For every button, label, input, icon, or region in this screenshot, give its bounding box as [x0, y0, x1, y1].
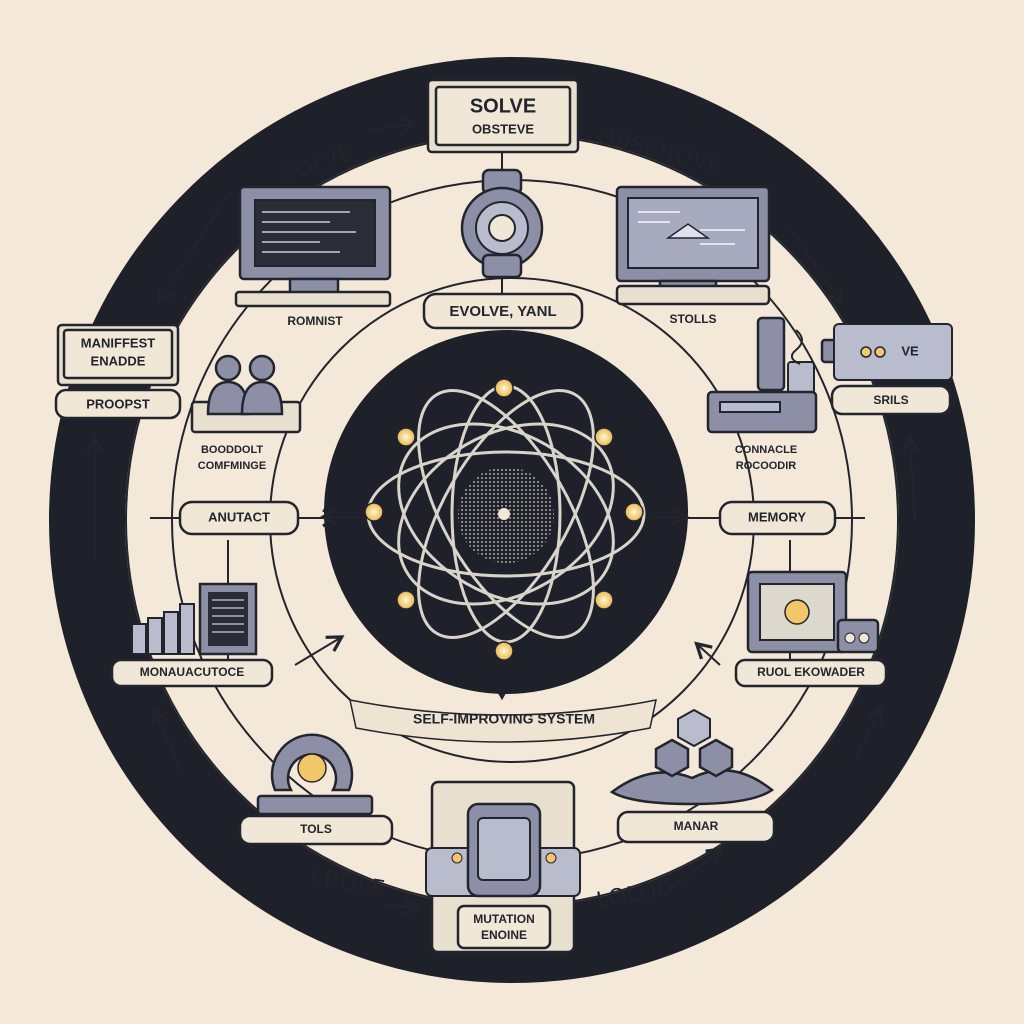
memory-box: MEMORY — [718, 500, 837, 536]
romnist-label: ROMNIST — [287, 314, 343, 328]
ruol-label: RUOL EKOWADER — [757, 665, 865, 679]
people-icon — [190, 354, 302, 434]
manifest-engine-box: MANIFFEST ENADDE PROOPST — [54, 323, 182, 420]
core-nucleus — [498, 508, 510, 520]
proopst-label: PROOPST — [86, 396, 150, 411]
monitor-left-icon — [234, 185, 392, 308]
anutact-label: ANUTACT — [208, 509, 270, 524]
top-box-subtitle: OBSTEVE — [472, 121, 534, 136]
console-label-line2: ROCOODIR — [736, 460, 797, 472]
ruol-box: RUOL EKOWADER — [734, 658, 888, 688]
ve-device-icon: VE SRILS — [820, 323, 953, 416]
srils-label: SRILS — [873, 393, 908, 407]
monitor-right-icon — [615, 185, 771, 306]
stolls-label: STOLLS — [669, 312, 716, 326]
tols-icon — [256, 733, 374, 816]
monau-box: MONAUACUTOCE — [110, 658, 274, 688]
memory-label: MEMORY — [748, 509, 806, 524]
manar-box: MANAR — [616, 810, 776, 844]
manifest-title-line1: MANIFFEST — [81, 335, 155, 350]
manifest-title-line2: ENADDE — [91, 353, 146, 368]
mutation-engine-icon: MUTATION ENOINE — [425, 780, 581, 954]
boodolt-label-line1: BOODDOLT — [201, 444, 263, 456]
console-label-line1: CONNACLE — [735, 444, 797, 456]
lab-console-icon — [706, 316, 818, 434]
boodolt-label-line2: COMFMINGE — [198, 460, 266, 472]
banner: SELF-IMPROVING SYSTEM — [349, 699, 657, 743]
ve-screen-text: VE — [901, 343, 919, 358]
core-nodes — [364, 378, 644, 661]
center-label-box: EVOLVE, YANL — [422, 292, 584, 330]
mutation-label-line1: MUTATION — [473, 912, 535, 926]
gear-icon — [460, 168, 544, 279]
monau-label: MONAUACUTOCE — [140, 665, 244, 679]
top-box-title: SOLVE — [470, 95, 536, 117]
anutact-box: ANUTACT — [178, 500, 300, 536]
banner-text: SELF-IMPROVING SYSTEM — [413, 711, 595, 727]
manar-icon — [609, 708, 775, 806]
manar-label: MANAR — [674, 819, 719, 833]
mutation-label-line2: ENOINE — [481, 928, 527, 942]
top-box: SOLVE OBSTEVE — [426, 78, 580, 154]
ring-arrows — [85, 116, 921, 917]
tols-box: TOLS — [238, 814, 394, 846]
core-orbits — [366, 384, 646, 644]
ruol-monitor-icon — [746, 570, 880, 654]
tols-label: TOLS — [300, 822, 332, 836]
center-label: EVOLVE, YANL — [449, 303, 556, 320]
bar-chart-icon — [131, 582, 258, 656]
